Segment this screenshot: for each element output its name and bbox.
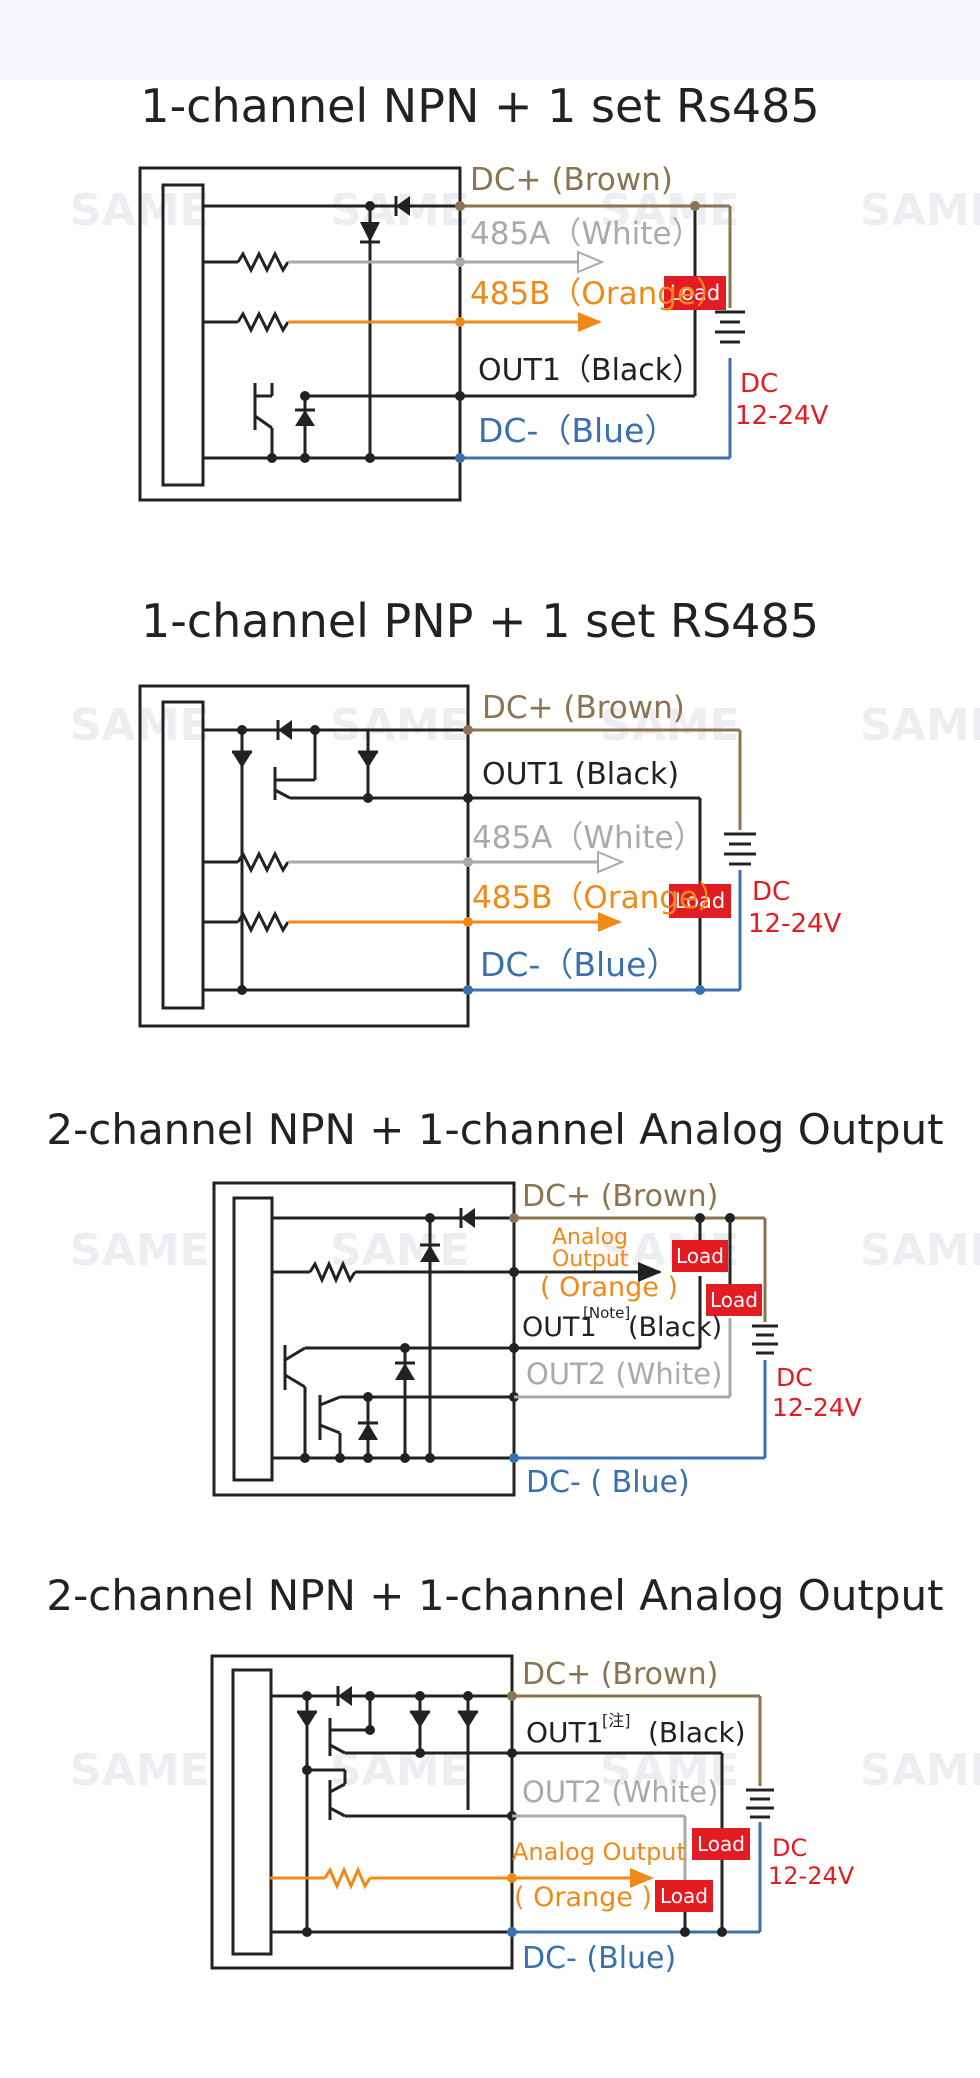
load-label: Load <box>660 1884 708 1908</box>
diagram-title: 1-channel NPN + 1 set Rs485 <box>140 79 819 133</box>
label-voltage: 12-24V <box>748 909 842 939</box>
label-dc-negative: DC- (Blue) <box>522 1941 676 1976</box>
label-out1: OUT1 (Black) <box>482 757 679 792</box>
load-label: Load <box>675 889 725 913</box>
watermark: SAME <box>860 700 980 751</box>
arrow-icon <box>638 1262 662 1282</box>
label-supply: DC <box>752 877 790 907</box>
top-band <box>0 0 980 80</box>
sensor-element <box>161 700 205 1010</box>
sensor-element <box>232 1196 274 1482</box>
watermark: SAME <box>860 185 980 236</box>
sensor-body <box>138 684 470 1028</box>
load-badge <box>672 1240 728 1272</box>
diode-icon <box>338 1686 352 1706</box>
zener-diode-icon <box>297 1712 317 1728</box>
diagram-3: 2-channel NPN + 1-channel Analog Output <box>46 1105 943 1500</box>
zener-diode-icon <box>410 1712 430 1728</box>
watermark: SAME <box>330 185 470 236</box>
sensor-element <box>161 183 205 487</box>
watermark: SAME <box>70 1745 210 1796</box>
label-note: [注] <box>602 1711 631 1730</box>
arrow-icon <box>578 312 602 332</box>
label-out2: OUT2 (White) <box>522 1775 718 1809</box>
sensor-body <box>138 166 462 502</box>
diagram-4: 2-channel NPN + 1-channel Analog Output <box>46 1571 943 1976</box>
label-output: Output <box>552 1247 629 1272</box>
label-dc-positive: DC+ (Brown) <box>482 690 685 726</box>
diagram-title: 2-channel NPN + 1-channel Analog Output <box>46 1571 943 1620</box>
watermark: SAME <box>860 1225 980 1276</box>
load-label: Load <box>697 1832 745 1856</box>
watermark: SAME <box>600 185 740 236</box>
zener-diode-icon <box>295 410 315 426</box>
diode-icon <box>396 196 410 216</box>
watermark: SAME <box>860 1745 980 1796</box>
zener-diode-icon <box>458 1712 478 1728</box>
load-badge <box>669 884 731 918</box>
zener-diode-icon <box>358 752 378 768</box>
watermark: SAME <box>330 1225 470 1276</box>
load-label: Load <box>676 1244 724 1268</box>
diagram-1: 1-channel NPN + 1 set Rs485 <box>138 79 829 502</box>
watermark-layer: SAME SAME SAME SAME SAME SAME SAME SAME … <box>70 185 980 1796</box>
label-485b: 485B（Orange） <box>472 880 729 916</box>
label-orange: ( Orange ) <box>540 1272 678 1303</box>
load-badge <box>655 1880 713 1912</box>
label-out1: OUT1（Black） <box>478 353 702 388</box>
label-voltage: 12-24V <box>772 1393 862 1422</box>
diagram-2: 1-channel PNP + 1 set RS485 <box>138 594 842 1028</box>
arrow-icon <box>577 250 605 274</box>
load-badge <box>664 276 726 310</box>
sensor-body <box>212 1181 516 1497</box>
watermark: SAME <box>330 700 470 751</box>
zener-diode-icon <box>420 1245 440 1262</box>
label-dc-positive: DC+ (Brown) <box>522 1657 718 1692</box>
label-supply: DC <box>740 369 778 399</box>
diode-icon <box>278 720 292 740</box>
label-out1-color: (Black) <box>628 1312 722 1343</box>
label-voltage: 12-24V <box>735 401 829 431</box>
arrow-icon <box>597 850 625 874</box>
zener-diode-icon <box>358 1423 378 1440</box>
load-label: Load <box>710 1288 758 1312</box>
label-out2: OUT2 (White) <box>526 1357 722 1391</box>
label-dc-positive: DC+ (Brown) <box>522 1179 718 1214</box>
label-out1: OUT1 <box>522 1312 597 1343</box>
diagram-title: 1-channel PNP + 1 set RS485 <box>141 594 819 648</box>
label-analog: Analog <box>552 1225 628 1250</box>
label-supply: DC <box>772 1834 807 1862</box>
zener-diode-icon <box>232 752 252 768</box>
label-dc-negative: DC- ( Blue) <box>526 1465 690 1500</box>
label-485a: 485A（White） <box>470 216 703 252</box>
label-orange: ( Orange ) <box>514 1882 652 1913</box>
label-supply: DC <box>776 1363 813 1392</box>
load-badge <box>692 1828 750 1860</box>
arrow-icon <box>598 912 622 932</box>
label-485b: 485B（Orange） <box>470 276 727 312</box>
label-dc-positive: DC+ (Brown) <box>470 162 673 198</box>
load-label: Load <box>670 281 720 305</box>
label-voltage: 12-24V <box>768 1862 855 1890</box>
diode-icon <box>360 222 380 242</box>
label-dc-negative: DC-（Blue） <box>480 945 679 984</box>
load-badge <box>706 1284 762 1316</box>
arrow-icon <box>630 1868 654 1888</box>
watermark: SAME <box>70 1225 210 1276</box>
label-note: [Note] <box>583 1304 630 1322</box>
label-out1: OUT1 <box>526 1716 603 1749</box>
label-485a: 485A（White） <box>472 820 705 856</box>
zener-diode-icon <box>395 1363 415 1380</box>
label-analog-output: Analog Output <box>512 1838 686 1866</box>
sensor-element <box>231 1668 273 1956</box>
diagram-title: 2-channel NPN + 1-channel Analog Output <box>46 1105 943 1154</box>
watermark: SAME <box>600 700 740 751</box>
diode-icon <box>461 1208 475 1228</box>
label-out1-color: (Black) <box>648 1716 746 1749</box>
label-dc-negative: DC-（Blue） <box>478 411 677 450</box>
